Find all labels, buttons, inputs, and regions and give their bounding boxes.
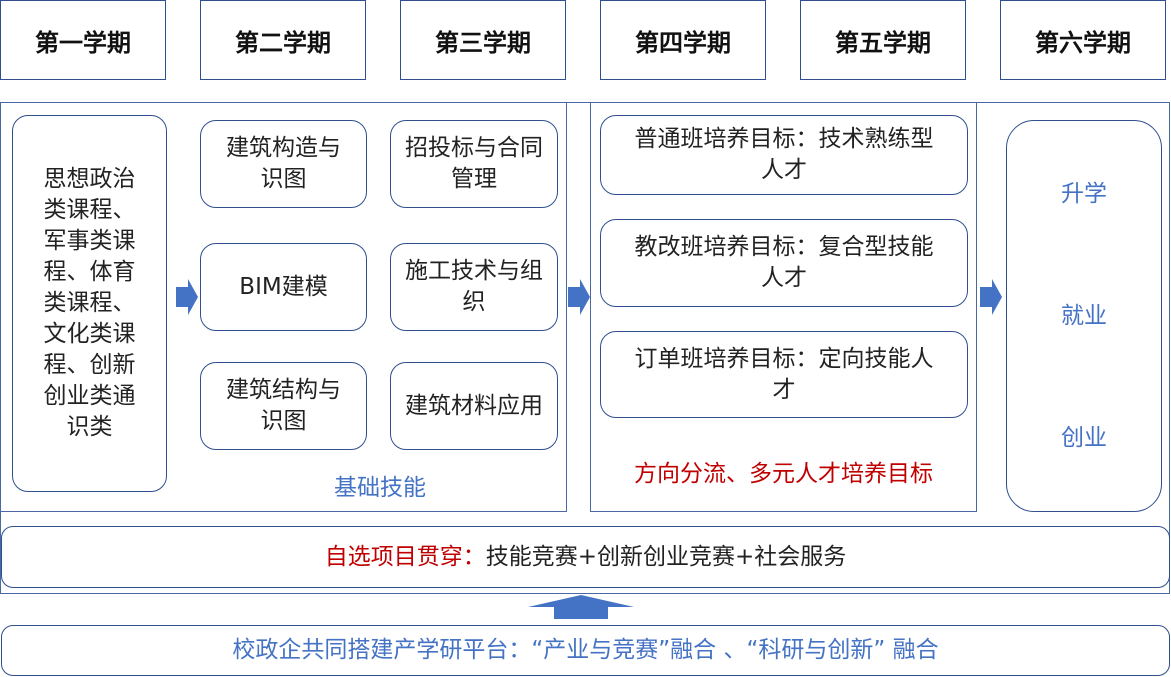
- course-box: 建筑构造与识图: [200, 120, 367, 208]
- goal-label: 订单班培养目标：定向技能人才: [634, 345, 934, 403]
- course-label: 招投标与合同管理: [405, 135, 543, 192]
- right-arrow-icon: [568, 279, 590, 315]
- up-arrow-icon: [528, 595, 634, 619]
- semester-header-1: 第一学期: [0, 0, 166, 80]
- goal-label: 普通班培养目标：技术熟练型人才: [634, 126, 934, 183]
- outcome-entrepreneurship: 创业: [1061, 424, 1107, 451]
- general-courses-text: 思想政治类课程、军事类课程、体育类课程、文化类课程、创新创业类通识类: [43, 166, 136, 440]
- outcome-employment: 就业: [1061, 302, 1107, 329]
- course-box: BIM建模: [200, 243, 367, 331]
- project-row-content: 技能竞赛+创新创业竞赛+社会服务: [485, 543, 847, 570]
- general-courses-box: 思想政治类课程、军事类课程、体育类课程、文化类课程、创新创业类通识类: [12, 115, 167, 492]
- right-arrow-icon: [176, 279, 198, 315]
- platform-text: 校政企共同搭建产学研平台：“产业与竞赛”融合 、“科研与创新” 融合: [232, 637, 939, 663]
- outcomes-box: 升学 就业 创业: [1006, 120, 1162, 512]
- semester-header-4: 第四学期: [600, 0, 766, 80]
- right-arrow-icon: [980, 279, 1002, 315]
- outcome-further-study: 升学: [1061, 180, 1107, 207]
- project-row: 自选项目贯穿：技能竞赛+创新创业竞赛+社会服务: [1, 526, 1170, 588]
- course-label: 建筑材料应用: [405, 392, 543, 419]
- section-goals: [590, 102, 977, 512]
- skill-label: 基础技能: [334, 475, 426, 501]
- section-foundation: [0, 102, 567, 512]
- goal-label: 教改班培养目标：复合型技能人才: [634, 234, 934, 291]
- course-box: 招投标与合同管理: [390, 120, 558, 208]
- course-label: BIM建模: [239, 273, 328, 300]
- goal-box: 普通班培养目标：技术熟练型人才: [600, 115, 968, 195]
- goal-box: 订单班培养目标：定向技能人才: [600, 331, 968, 418]
- course-box: 建筑材料应用: [390, 362, 558, 450]
- platform-box: 校政企共同搭建产学研平台：“产业与竞赛”融合 、“科研与创新” 融合: [1, 625, 1170, 676]
- course-label: 建筑结构与识图: [226, 377, 341, 434]
- goal-box: 教改班培养目标：复合型技能人才: [600, 219, 968, 307]
- semester-header-6: 第六学期: [1000, 0, 1166, 80]
- course-box: 施工技术与组织: [390, 243, 558, 331]
- semester-header-5: 第五学期: [800, 0, 966, 80]
- course-label: 建筑构造与识图: [226, 135, 341, 192]
- course-label: 施工技术与组织: [405, 258, 543, 315]
- course-box: 建筑结构与识图: [200, 362, 367, 450]
- project-row-label: 自选项目贯穿：: [324, 543, 486, 570]
- semester-header-2: 第二学期: [200, 0, 366, 80]
- semester-header-3: 第三学期: [400, 0, 566, 80]
- goals-label: 方向分流、多元人才培养目标: [634, 461, 933, 487]
